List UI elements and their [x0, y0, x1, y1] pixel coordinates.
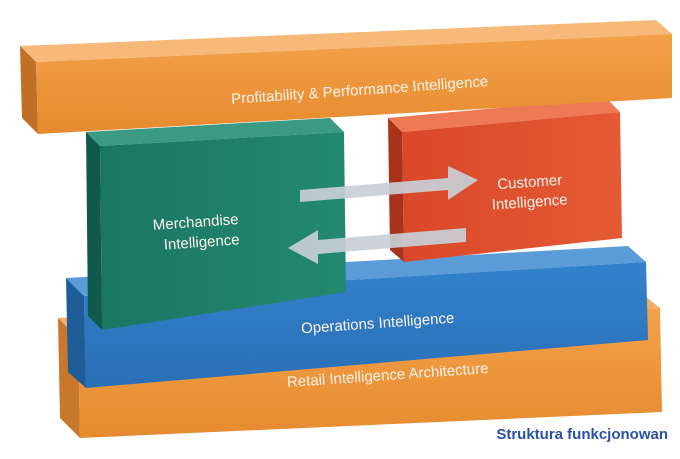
arrow-left-icon: [288, 228, 466, 264]
arrow-right-icon: [300, 166, 478, 202]
merchandise-block: [86, 118, 346, 330]
top-slab: [20, 20, 672, 134]
right-block-label-line2: Intelligence: [491, 191, 568, 213]
right-block-label-line1: Customer: [497, 172, 563, 193]
caption-text: Struktura funkcjonowan: [496, 426, 668, 443]
customer-block: [388, 98, 622, 262]
left-block-label-line1: Merchandise: [152, 211, 239, 234]
left-block-label-line2: Intelligence: [163, 231, 240, 253]
